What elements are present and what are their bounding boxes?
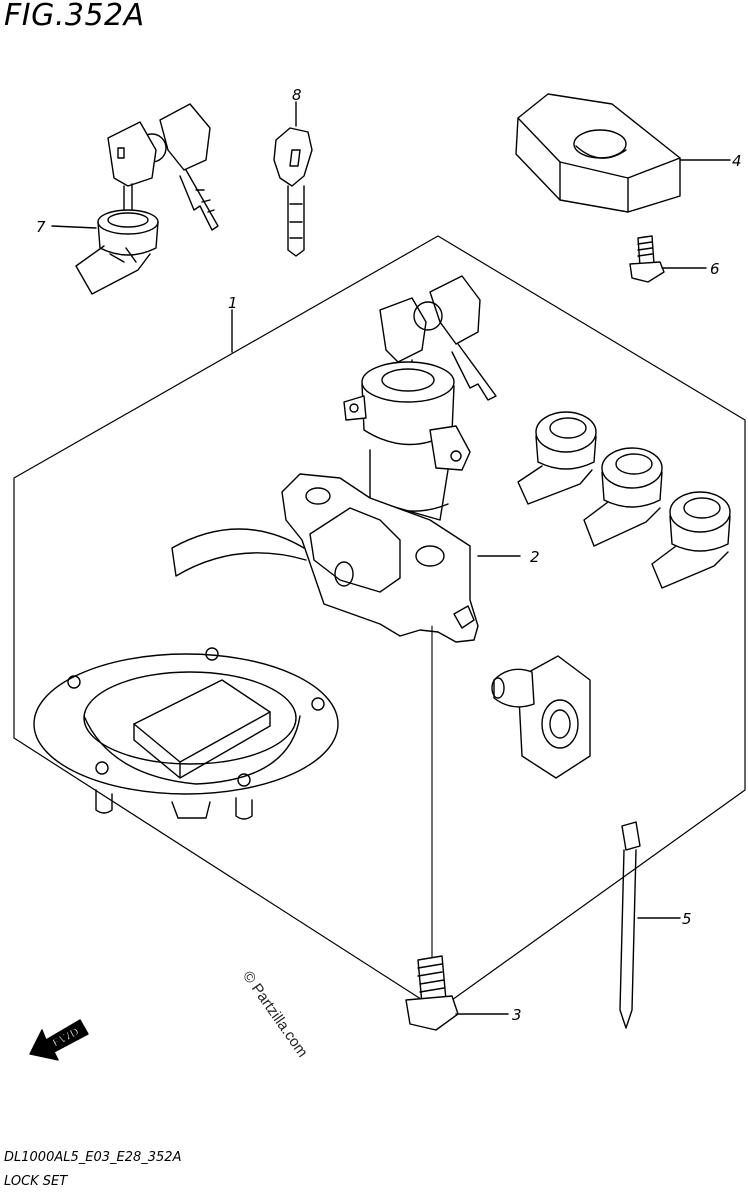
lock-cylinder-a[interactable]	[517, 411, 597, 505]
cable-tie-part-5[interactable]	[619, 821, 641, 1029]
callout-5: 5	[682, 910, 692, 928]
figure-code: DL1000AL5_E03_E28_352A	[4, 1150, 182, 1165]
callout-6: 6	[710, 260, 720, 278]
lock-with-keys-part-7[interactable]	[75, 103, 219, 295]
cap-part-4[interactable]	[515, 93, 681, 213]
callout-8: 8	[292, 86, 302, 104]
leader-line-7	[51, 225, 97, 229]
blank-key-part-8[interactable]	[273, 127, 313, 257]
callout-4: 4	[732, 152, 742, 170]
lock-cylinder-b[interactable]	[583, 447, 663, 547]
bolt-part-6[interactable]	[629, 235, 665, 283]
callout-7: 7	[36, 218, 46, 236]
callout-3: 3	[512, 1006, 522, 1024]
fuel-cap[interactable]	[33, 647, 339, 820]
callout-1: 1	[228, 294, 238, 312]
figure-name: LOCK SET	[4, 1174, 68, 1189]
bolt-part-3[interactable]	[405, 955, 459, 1031]
figure-title: FIG.352A	[4, 0, 145, 33]
seat-lock[interactable]	[491, 655, 591, 779]
assembly-outline	[13, 235, 746, 1011]
ignition-switch-part-2[interactable]	[171, 275, 497, 643]
callout-2: 2	[530, 548, 540, 566]
lock-cylinder-c[interactable]	[651, 491, 731, 589]
fwd-arrow-icon: FWD	[29, 1019, 89, 1061]
